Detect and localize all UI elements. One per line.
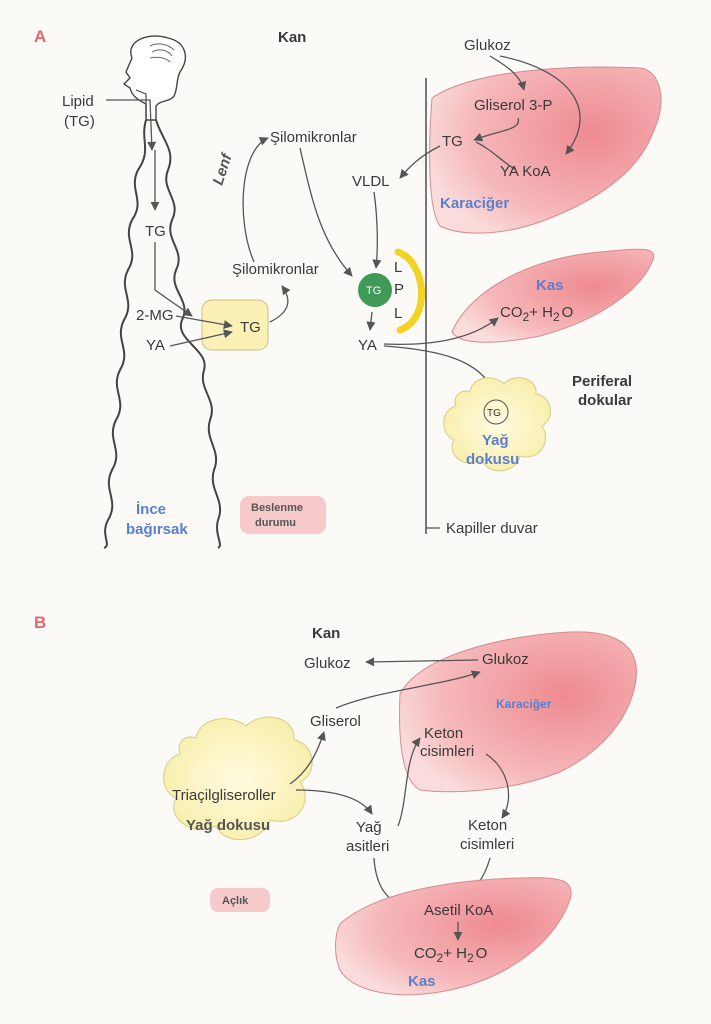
- liver-name-a: Karaciğer: [440, 195, 509, 212]
- fed-state-badge: [240, 496, 326, 534]
- intestine-label-2: bağırsak: [126, 521, 188, 538]
- peripheral-label-2: dokular: [578, 392, 632, 409]
- chylomicrons-top-label: Şilomikronlar: [270, 129, 357, 146]
- acylcoa-to-tg-line: [475, 141, 517, 171]
- lpl-letter-l1: L: [394, 259, 402, 276]
- intestine-tg-label: TG: [145, 223, 166, 240]
- ketone-export-arrow: [485, 753, 511, 819]
- enterocyte-cell: [201, 299, 269, 351]
- chylomicron-to-lpl-arrow: [299, 147, 353, 277]
- blood-glucose-label: Glukoz: [304, 655, 351, 672]
- glucose-release-arrow: [365, 657, 479, 667]
- intestine-label-1: İnce: [136, 501, 166, 518]
- fa-label-b2: asitleri: [346, 838, 389, 855]
- lymph-label: Lenf: [210, 150, 237, 187]
- capillary-wall-label: Kapiller duvar: [446, 520, 538, 537]
- panel-b-blood-title: Kan: [312, 625, 340, 642]
- glucose-to-g3p-arrow: [489, 55, 527, 91]
- tag-to-glycerol-arrow: [289, 731, 326, 785]
- glycerol-to-glucose-arrow: [335, 670, 481, 709]
- tg-circle-label: TG: [366, 285, 381, 297]
- svg-text:CO2+ H2O: CO2+ H2O: [414, 945, 487, 965]
- fasting-badge: [210, 888, 270, 912]
- fa-to-muscle-arrow: [383, 317, 499, 345]
- adipose-tg-circle: [483, 399, 509, 425]
- svg-text:CO2+ H2O: CO2+ H2O: [500, 304, 573, 324]
- intestine-walls: [103, 119, 221, 549]
- ketone-label-1b: cisimleri: [420, 743, 474, 760]
- glycerol3p-label: Gliserol 3-P: [474, 97, 552, 114]
- muscle-shape-b: [335, 877, 572, 996]
- head-profile-icon: [122, 35, 187, 121]
- lpl-enzyme-arc: [394, 248, 426, 334]
- fasting-label: Açlık: [222, 895, 249, 907]
- ketone-label-2b: cisimleri: [460, 836, 514, 853]
- mg-to-tg-arrow: [175, 315, 233, 330]
- adipose-shape-b: [163, 716, 313, 840]
- fa-to-tg-arrow: [169, 329, 233, 347]
- panel-b-letter: B: [34, 613, 46, 632]
- lipid-arrow: [106, 99, 157, 151]
- muscle-name-a: Kas: [536, 277, 564, 294]
- lpl-letter-p: P: [394, 281, 404, 298]
- ketone-label-2a: Keton: [468, 817, 507, 834]
- adipose-label-b: Yağ dokusu: [186, 817, 270, 834]
- vldl-to-lpl-arrow: [372, 191, 382, 269]
- g3p-to-tg-arrow: [473, 117, 519, 142]
- panel-a-blood-title: Kan: [278, 29, 306, 46]
- adipose-label-2: dokusu: [466, 451, 519, 468]
- lipid-label: Lipid: [62, 93, 94, 110]
- glucose-label: Glukoz: [464, 37, 511, 54]
- tg-lipoprotein-circle: [358, 273, 392, 307]
- lipid-tg-label: (TG): [64, 113, 95, 130]
- tg-to-chylomicron-arrow: [269, 285, 291, 323]
- panel-b: B Kan Glukoz Glukoz Karaciğer Gliserol K…: [34, 613, 637, 996]
- liver-name-b: Karaciğer: [496, 697, 552, 711]
- monoglyceride-label: 2-MG: [136, 307, 174, 324]
- tag-to-fa-arrow: [295, 789, 373, 815]
- chylomicrons-low-label: Şilomikronlar: [232, 261, 319, 278]
- liver-glucose-label: Glukoz: [482, 651, 529, 668]
- fa-to-ketone-arrow: [397, 737, 421, 827]
- acetyl-coa-label: Asetil KoA: [424, 902, 493, 919]
- liver-shape: [429, 66, 662, 234]
- glucose-to-acylcoa-arrow: [499, 55, 581, 155]
- adipose-tg-label: TG: [487, 408, 501, 419]
- tg-to-vldl-arrow: [399, 145, 441, 179]
- panel-a-letter: A: [34, 27, 46, 46]
- muscle-shape-a: [451, 248, 655, 343]
- liver-shape-b: [399, 631, 637, 793]
- peripheral-label-1: Periferal: [572, 373, 632, 390]
- triacylglycerols-label: Triaçilgliseroller: [172, 787, 276, 804]
- lpl-to-fa-arrow: [366, 311, 376, 331]
- fa-label-b1: Yağ: [356, 819, 382, 836]
- ketone-label-1a: Keton: [424, 725, 463, 742]
- lymph-arrow: [242, 137, 269, 263]
- fatty-acid-label: YA: [146, 337, 165, 354]
- fed-state-label-1: Beslenme: [251, 502, 303, 514]
- muscle-name-b: Kas: [408, 973, 436, 990]
- vldl-label: VLDL: [352, 173, 390, 190]
- blood-fa-label: YA: [358, 337, 377, 354]
- glycerol-label: Gliserol: [310, 713, 361, 730]
- panel-a: A Kan Lipid (TG) TG TG 2-MG YA Lenf: [34, 27, 662, 549]
- enterocyte-tg-label: TG: [240, 319, 261, 336]
- adipose-label-1: Yağ: [482, 432, 509, 449]
- liver-tg-label: TG: [442, 133, 463, 150]
- acyl-coa-label: YA KoA: [500, 163, 551, 180]
- fed-state-label-2: durumu: [255, 517, 296, 529]
- tg-hydrolysis-arrow: [154, 242, 193, 317]
- lpl-letter-l2: L: [394, 305, 402, 322]
